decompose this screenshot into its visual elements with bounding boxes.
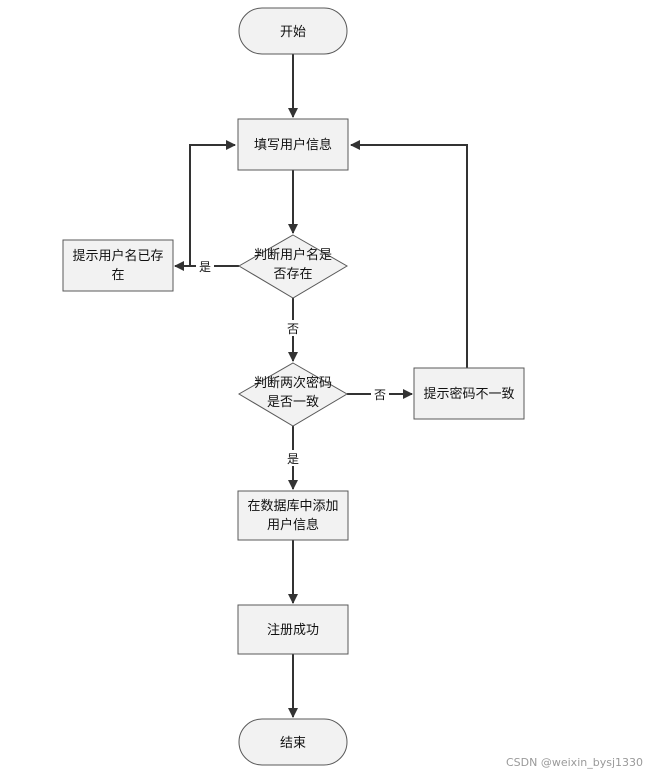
edge-pwd-mismatch-back (350, 140, 468, 368)
node-end: 结束 (238, 718, 348, 766)
node-check-pwd: 判断两次密码 是否一致 (238, 362, 348, 427)
node-check-name-line1: 判断用户名是 (254, 247, 332, 263)
node-check-pwd-line2: 是否一致 (267, 395, 319, 410)
node-pwd-mismatch: 提示密码不一致 (413, 367, 525, 420)
node-start-label: 开始 (280, 25, 306, 40)
edge-label-yes-pwd: 是 (287, 452, 299, 466)
node-success-label: 注册成功 (267, 623, 319, 638)
edge-labels: 是 否 否 是 (196, 258, 389, 466)
node-check-pwd-line1: 判断两次密码 (254, 375, 332, 391)
node-name-exists-line1: 提示用户名已存 (72, 248, 163, 264)
node-check-name-line2: 否存在 (273, 267, 312, 282)
node-name-exists-line2: 在 (111, 268, 124, 283)
edge-label-no-pwd: 否 (374, 388, 386, 402)
node-fill-info: 填写用户信息 (237, 118, 349, 171)
node-name-exists: 提示用户名已存 在 (62, 239, 174, 292)
edge-label-yes-name: 是 (199, 260, 211, 274)
node-fill-info-label: 填写用户信息 (254, 137, 332, 153)
node-add-db-line1: 在数据库中添加 (247, 498, 338, 514)
edge-label-no-name: 否 (287, 322, 299, 336)
node-add-db: 在数据库中添加 用户信息 (237, 490, 349, 541)
node-end-label: 结束 (280, 736, 306, 751)
node-success: 注册成功 (237, 604, 349, 655)
node-add-db-line2: 用户信息 (267, 517, 319, 533)
watermark: CSDN @weixin_bysj1330 (506, 756, 643, 769)
node-check-name: 判断用户名是 否存在 (238, 234, 348, 299)
edge-name-exists-back (189, 140, 236, 266)
node-start: 开始 (238, 7, 348, 55)
node-pwd-mismatch-label: 提示密码不一致 (423, 386, 514, 402)
